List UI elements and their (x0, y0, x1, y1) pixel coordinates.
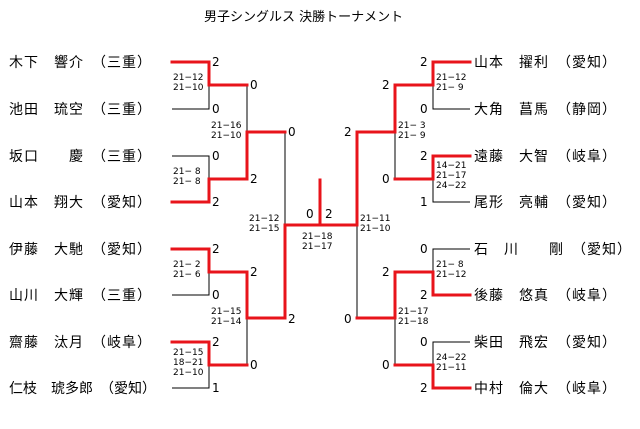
game-count: 2 (212, 195, 220, 209)
game-count: 0 (212, 288, 220, 302)
game-count: 2 (420, 55, 428, 69)
bracket-line (432, 248, 470, 272)
game-count: 2 (250, 172, 258, 186)
game-count: 0 (250, 78, 258, 92)
game-count: 0 (250, 358, 258, 372)
game-count: 2 (420, 288, 428, 302)
game-count: 1 (212, 381, 220, 395)
winner-path-line (170, 177, 249, 204)
bracket-line (172, 85, 210, 110)
player-right-8: 中村 倫大 （岐阜） (474, 381, 617, 397)
game-count: 0 (420, 242, 428, 256)
game-count: 0 (212, 102, 220, 116)
bracket-line (432, 179, 470, 203)
player-left-3: 坂口 慶 （三重） (9, 149, 152, 165)
game-count: 2 (250, 265, 258, 279)
winner-path-line (170, 340, 249, 367)
winner-path-line (393, 270, 472, 297)
bracket-line (172, 272, 210, 296)
player-left-7: 齋藤 汰月 （岐阜） (9, 335, 152, 351)
winner-path-line (283, 223, 322, 320)
player-left-6: 山川 大輝 （三重） (9, 288, 152, 304)
winner-path-line (393, 154, 472, 181)
player-left-5: 伊藤 大馳 （愛知） (9, 242, 152, 258)
player-right-2: 大角 菖馬 （静岡） (474, 102, 617, 118)
game-count: 0 (212, 149, 220, 163)
game-count: 0 (420, 335, 428, 349)
winner-path-line (393, 363, 472, 390)
player-right-5: 石 川 剛 （愛知） (474, 242, 632, 258)
game-count: 0 (288, 125, 296, 139)
game-count: 2 (212, 55, 220, 69)
game-count: 2 (212, 242, 220, 256)
winner-path-line (170, 60, 249, 87)
game-count: 2 (420, 381, 428, 395)
bracket-line (432, 85, 470, 110)
player-right-1: 山本 擢利 （愛知） (474, 55, 617, 71)
game-count: 0 (344, 312, 352, 326)
game-count: 0 (382, 172, 390, 186)
game-count: 1 (420, 195, 428, 209)
game-count: 0 (382, 358, 390, 372)
bracket-title: 男子シングルス 決勝トーナメント (204, 10, 404, 25)
bracket-line (172, 155, 210, 179)
winner-path-line (245, 270, 287, 320)
game-count: 2 (212, 335, 220, 349)
game-count: 2 (288, 312, 296, 326)
player-left-8: 仁枝 琥多郎 （愛知） (9, 381, 156, 397)
game-count: 2 (382, 78, 390, 92)
bracket-line (172, 365, 210, 389)
winner-path-line (355, 83, 397, 134)
player-right-7: 柴田 飛宏 （愛知） (474, 335, 617, 351)
winner-path-line (245, 130, 287, 181)
winner-path-line (318, 130, 359, 227)
winner-path-line (393, 60, 472, 87)
player-left-4: 山本 翔大 （愛知） (9, 195, 152, 211)
player-right-6: 後藤 悠真 （岐阜） (474, 288, 617, 304)
player-right-3: 遠藤 大智 （岐阜） (474, 149, 617, 165)
bracket-line (432, 341, 470, 365)
game-count: 2 (382, 265, 390, 279)
player-left-2: 池田 琉空 （三重） (9, 102, 152, 118)
player-left-1: 木下 響介 （三重） (9, 55, 152, 71)
winner-path-line (170, 247, 249, 274)
game-count: 2 (420, 149, 428, 163)
final-score-left: 0 (306, 207, 314, 221)
game-count: 0 (420, 102, 428, 116)
final-score-right: 2 (325, 207, 333, 221)
winner-path-line (355, 270, 397, 320)
game-count: 2 (344, 125, 352, 139)
player-right-4: 尾形 亮輔 （愛知） (474, 195, 617, 211)
